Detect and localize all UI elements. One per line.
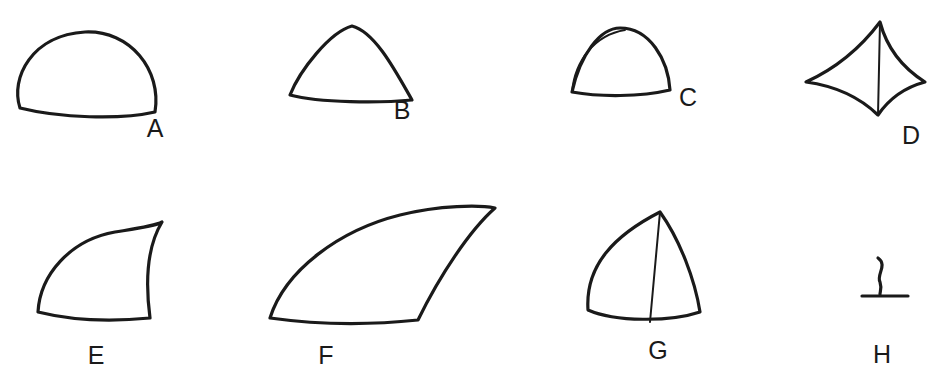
shape-a — [18, 32, 156, 117]
shape-letter: H — [873, 342, 891, 367]
shape-letter: A — [147, 116, 164, 141]
shape-c-inner-line — [572, 30, 625, 92]
shape-letter: F — [318, 343, 333, 368]
shape-f — [270, 206, 495, 323]
shape-letter: E — [88, 343, 105, 368]
shape-c — [572, 28, 670, 96]
shape-h — [862, 258, 908, 296]
shape-b — [290, 26, 412, 102]
shape-g-inner-line — [650, 212, 660, 322]
shape-g — [588, 212, 700, 319]
shape-e — [38, 222, 162, 320]
shape-letter: D — [902, 123, 920, 148]
shape-d — [806, 22, 925, 115]
shape-letter: C — [679, 85, 697, 110]
shape-letter: B — [394, 98, 411, 123]
shape-letter: G — [648, 338, 667, 363]
shape-d-inner-line — [878, 22, 880, 115]
